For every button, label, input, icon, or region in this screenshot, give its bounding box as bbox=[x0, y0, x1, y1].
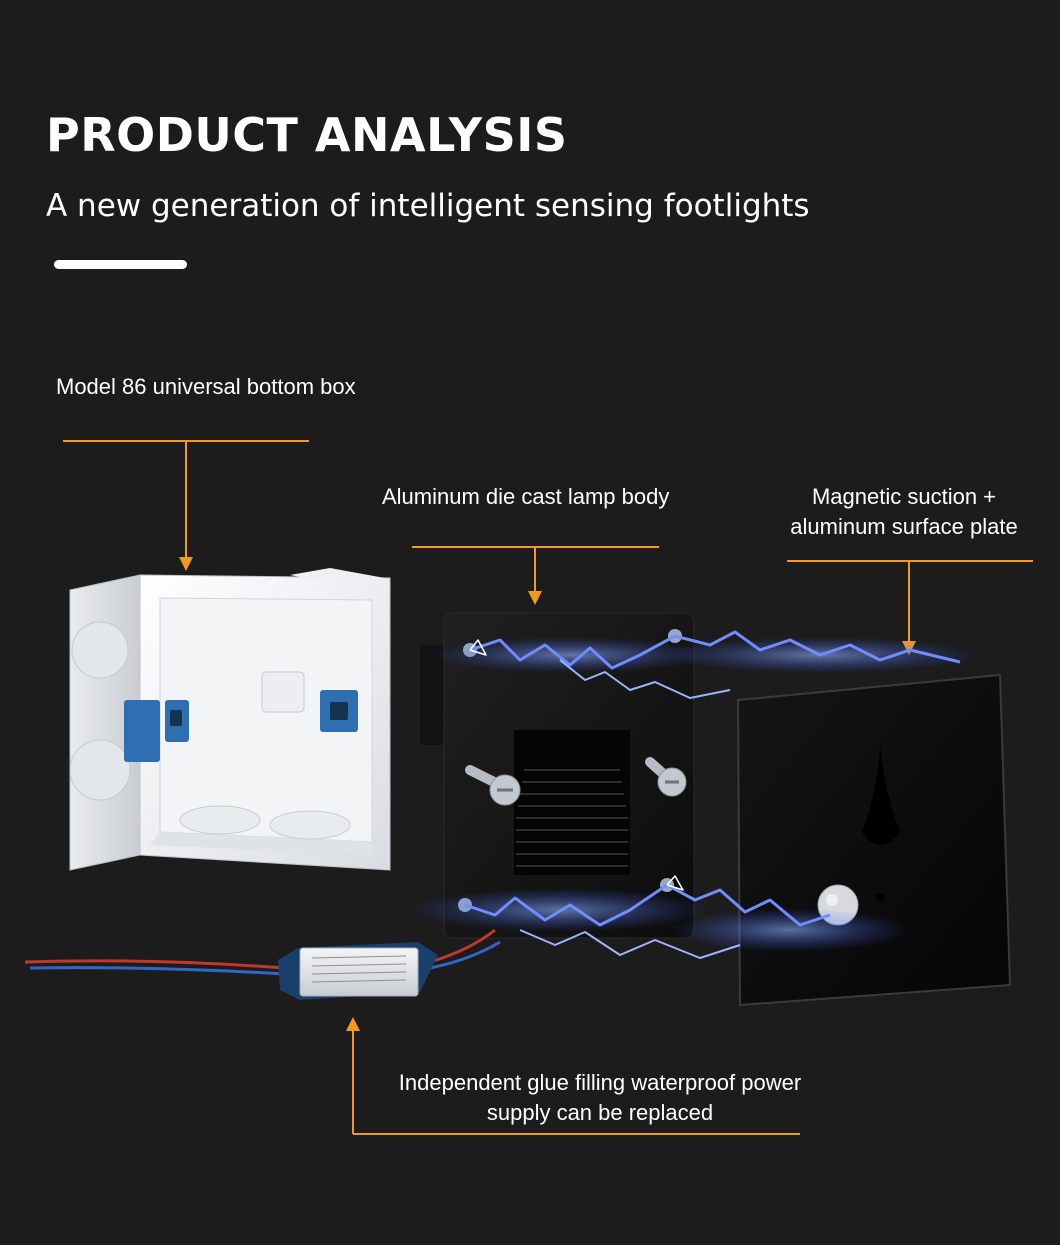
callout-text-power-supply-line2: supply can be replaced bbox=[486, 1100, 714, 1125]
callout-line-bottom-box bbox=[63, 440, 309, 571]
power-supply-image bbox=[24, 928, 501, 1000]
title-underline bbox=[54, 260, 187, 269]
screw-right bbox=[645, 757, 687, 797]
lamp-body-fins bbox=[516, 769, 628, 867]
bottom-box-image bbox=[69, 568, 391, 871]
page-title: PRODUCT ANALYSIS bbox=[46, 108, 568, 162]
surface-plate-image bbox=[736, 673, 1012, 1007]
callout-text-lamp-body: Aluminum die cast lamp body bbox=[382, 484, 670, 509]
callout-line-power-supply bbox=[346, 1017, 800, 1135]
callout-text-surface-plate-line1: Magnetic suction + bbox=[811, 484, 997, 509]
lamp-body-image bbox=[420, 612, 695, 939]
page-subtitle: A new generation of intelligent sensing … bbox=[46, 188, 810, 224]
screw-left bbox=[465, 765, 521, 806]
callout-lines bbox=[63, 440, 1033, 1135]
callout-label-power-supply: Independent glue filling waterproof powe… bbox=[372, 1068, 828, 1128]
callout-label-surface-plate: Magnetic suction + aluminum surface plat… bbox=[772, 482, 1036, 542]
callout-text-power-supply-line1: Independent glue filling waterproof powe… bbox=[398, 1070, 802, 1095]
magnetic-lightning bbox=[410, 630, 980, 959]
callout-text-surface-plate-line2: aluminum surface plate bbox=[790, 514, 1018, 539]
callout-label-bottom-box: Model 86 universal bottom box bbox=[56, 372, 356, 402]
callout-text-bottom-box: Model 86 universal bottom box bbox=[56, 374, 356, 399]
callout-label-lamp-body: Aluminum die cast lamp body bbox=[382, 482, 669, 512]
callout-line-lamp-body bbox=[412, 546, 659, 605]
